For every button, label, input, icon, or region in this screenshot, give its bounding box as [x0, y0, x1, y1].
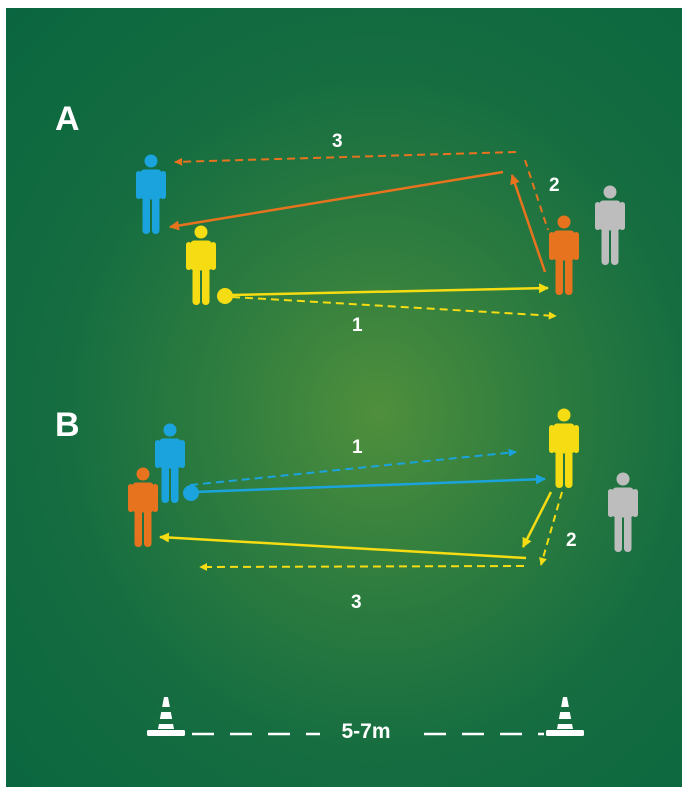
drill-a-step-2: 2: [549, 175, 560, 196]
drill-a-step-3: 3: [332, 131, 343, 152]
arrow-b2-dashed: [539, 491, 563, 566]
arrow-a2-dashed: [524, 159, 549, 231]
player-a-yellow: [186, 225, 216, 305]
drill-b-step-2: 2: [566, 530, 577, 551]
distance-label: 5-7m: [341, 720, 390, 743]
drill-a-step-1: 1: [352, 315, 363, 336]
player-b-orange: [128, 467, 158, 547]
ball-b: [183, 485, 199, 501]
drill-a-label: A: [55, 100, 80, 138]
arrow-b1-solid: [193, 474, 546, 494]
arrow-a-orange-solid: [169, 170, 504, 231]
drill-b-step-1: 1: [352, 437, 363, 458]
arrow-a2-solid: [510, 174, 547, 273]
arrow-a1-dashed: [231, 296, 557, 320]
arrow-a3-dashed: [174, 151, 517, 166]
arrow-a1-solid: [231, 283, 549, 297]
drill-b-label: B: [55, 406, 80, 444]
drill-b-step-3: 3: [351, 592, 362, 613]
arrow-b-yellow-solid: [159, 532, 527, 560]
player-b-yellow: [549, 408, 579, 488]
player-b-gray: [608, 472, 638, 552]
arrow-b3-dashed: [199, 562, 525, 571]
arrow-b2-solid: [521, 491, 553, 548]
ball-a: [217, 288, 233, 304]
arrow-b1-dashed: [189, 448, 517, 486]
cone-right-icon: [546, 697, 584, 736]
player-a-orange: [549, 215, 579, 295]
pitch-background: [6, 8, 682, 787]
cone-left-icon: [147, 697, 185, 736]
player-a-gray: [595, 185, 625, 265]
player-b-blue: [155, 423, 185, 503]
player-a-blue: [136, 154, 166, 234]
